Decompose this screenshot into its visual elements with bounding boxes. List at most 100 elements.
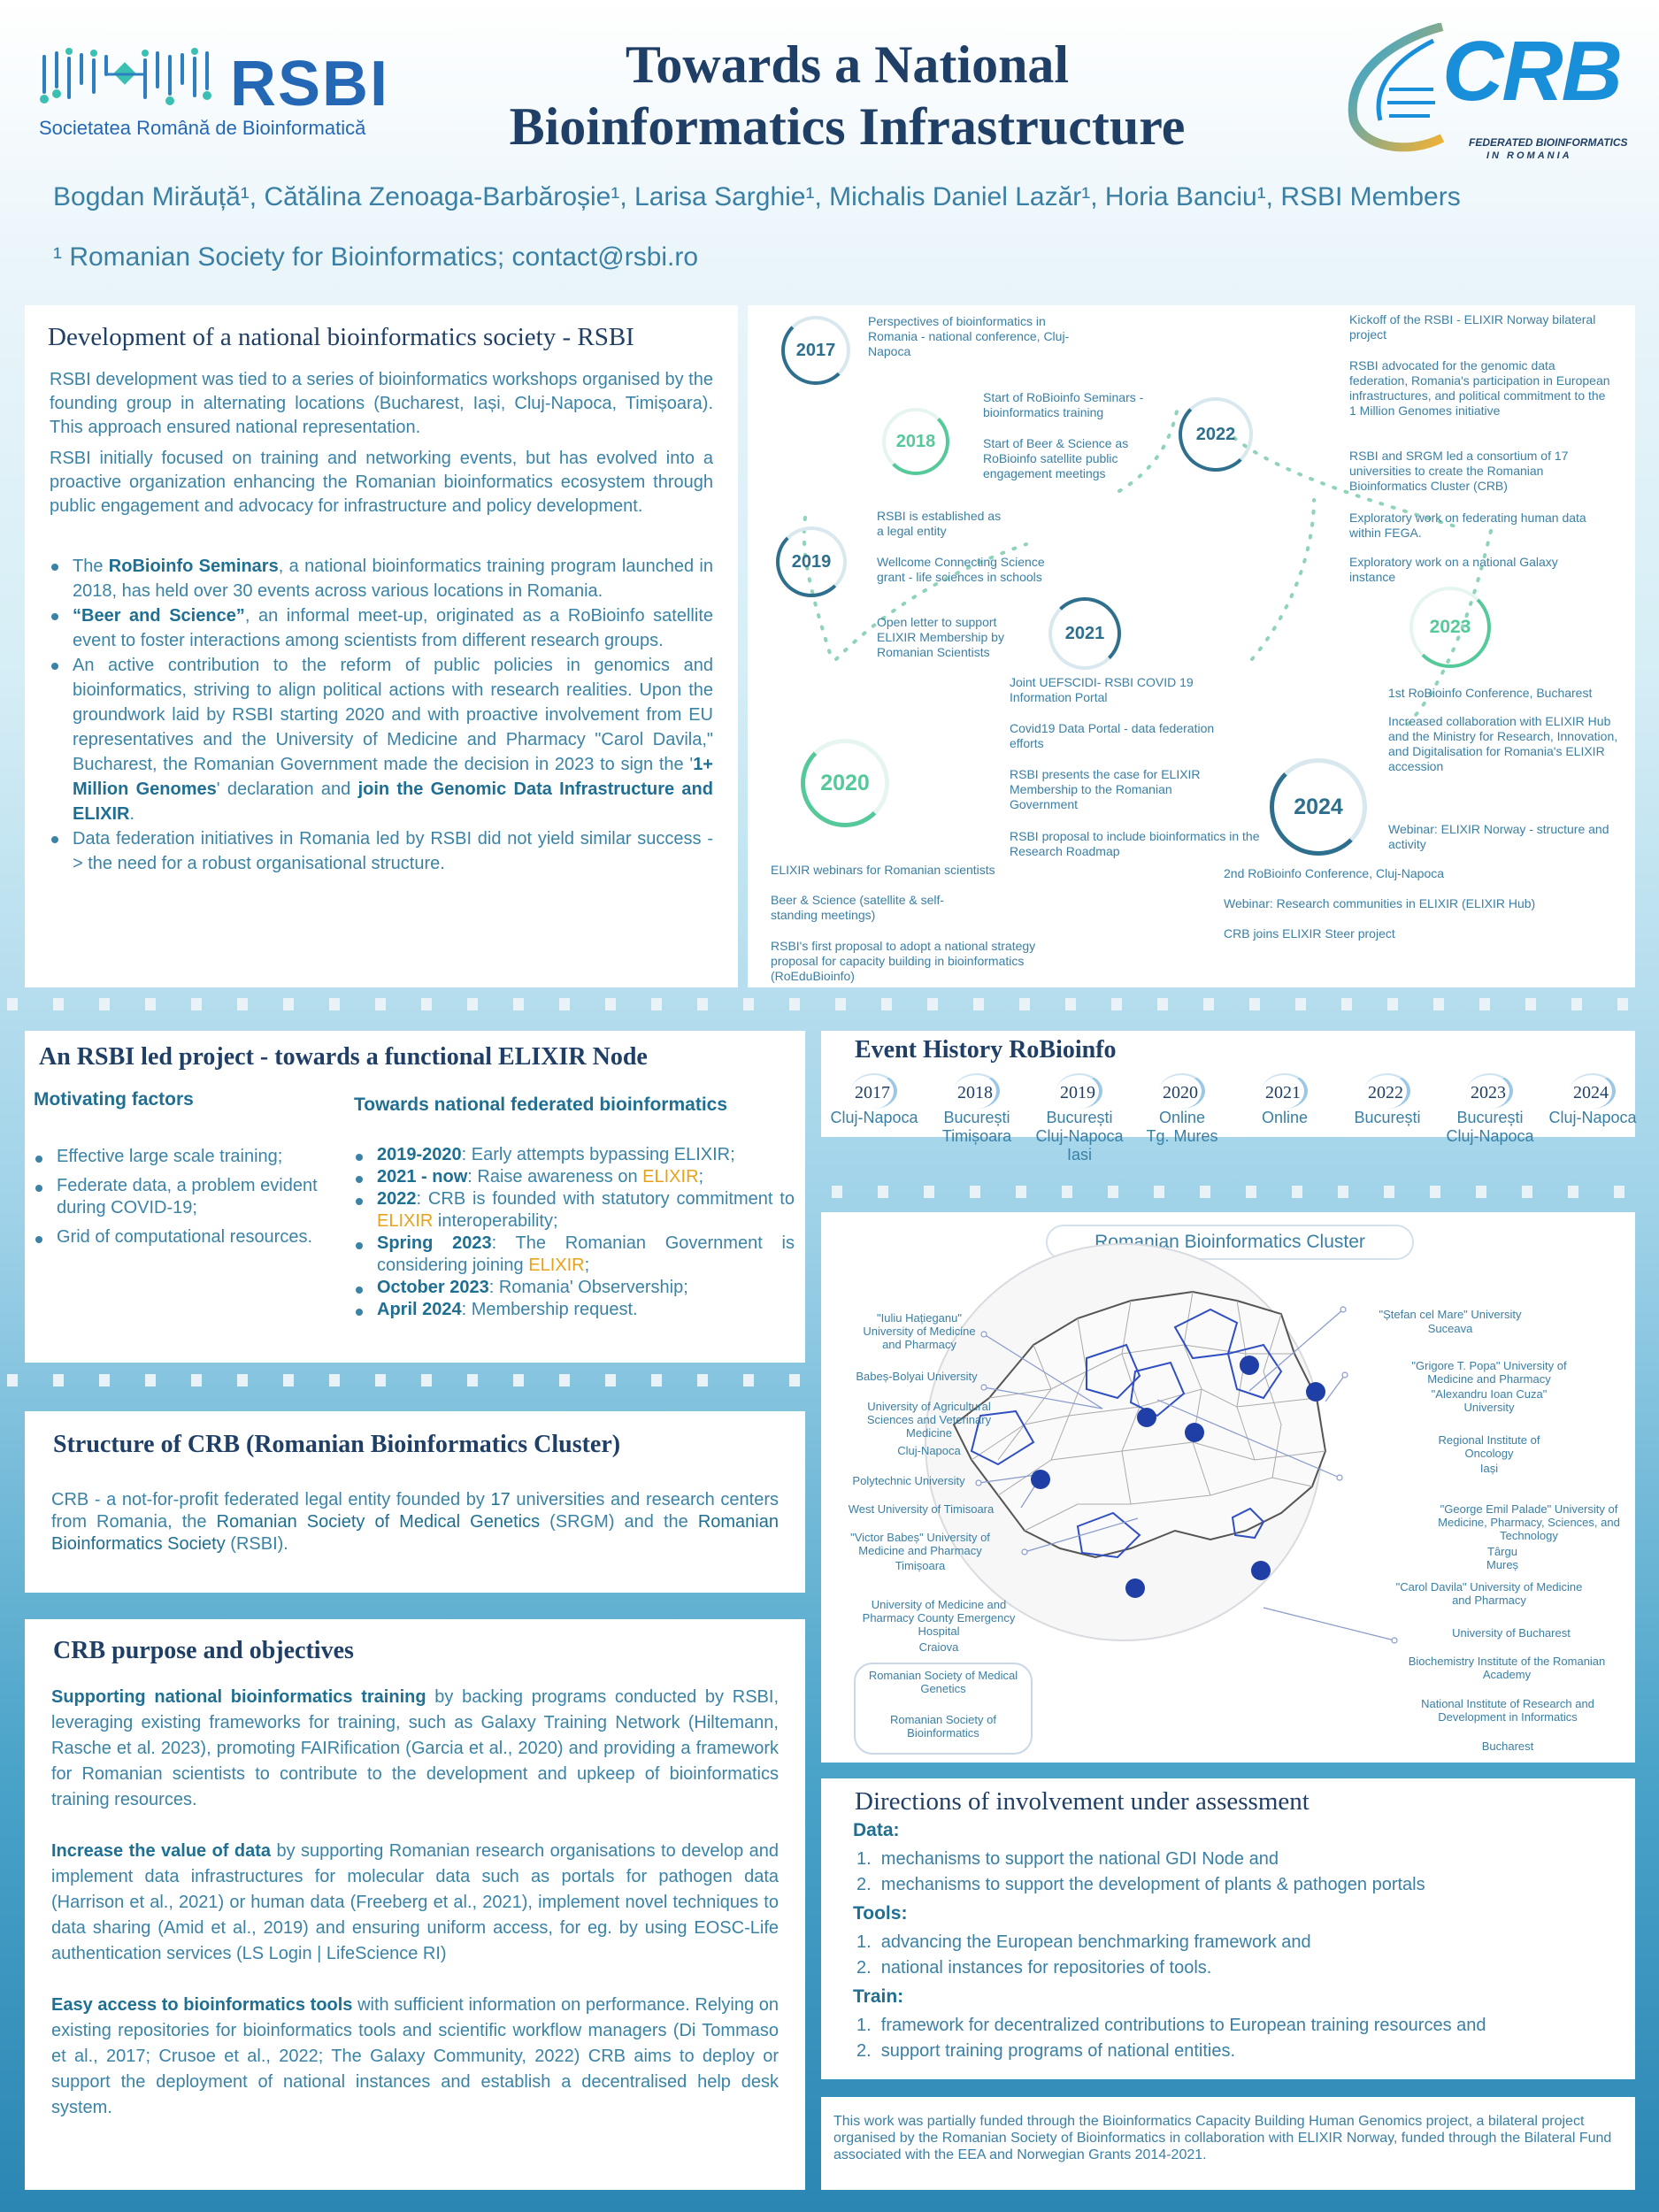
crb-logo-sub1: FEDERATED BIOINFORMATICS [1469,136,1628,149]
structure-rsbi: Romanian Bioinformatics Society [51,1512,779,1554]
structure-t1: CRB - a not-for-profit federated legal e… [51,1490,491,1509]
event-year: 2018 [954,1073,1000,1109]
label-inst-informatics: National Institute of Research and Devel… [1421,1697,1594,1724]
panel-cluster-map: Romanian Bioinformatics Cluster [821,1212,1635,1763]
tools-item-2: national instances for repositories of t… [880,1958,1212,1978]
label-bucharest: Bucharest [1481,1740,1534,1753]
timeline-year-2022: 2022 [1179,397,1253,472]
purpose-training-text: by backing programs conducted by RSBI, l… [51,1687,779,1809]
directions-train-item: 1. framework for decentralized contribut… [856,2016,1486,2035]
structure-srgm: Romanian Society of Medical Genetics [216,1512,541,1532]
label-babes-bolyai: Babeș-Bolyai University [856,1370,978,1383]
timeline-year-2023: 2023 [1409,587,1491,668]
crb-logo-icon [1348,23,1445,152]
train-item-2: support training programs of national en… [880,2041,1236,2061]
data-item-1: mechanisms to support the national GDI N… [880,1849,1279,1869]
tl-2020c: RSBI's first proposal to adopt a nationa… [771,939,1036,983]
f2-elixir: ELIXIR [642,1167,699,1187]
romania-map [854,1243,1398,1755]
directions-data-heading: Data: [853,1820,900,1840]
rsbi-logo-subtitle: Societatea Română de Bioinformatică [39,117,366,139]
event-place: București Cluj-Napoca [1446,1109,1534,1145]
event-year: 2022 [1364,1073,1410,1109]
crb-logo: CRB FEDERATED BIOINFORMATICS IN ROMANIA [1336,23,1628,173]
f3-end: interoperability; [433,1211,558,1231]
train-item-1: framework for decentralized contribution… [880,2016,1486,2035]
timeline-year-2024: 2024 [1270,758,1367,856]
event-year: 2021 [1262,1073,1308,1109]
tl-2019c: Open letter to support ELIXIR Membership… [877,615,1004,659]
label-agri-univ: University of Agricultural Sciences and … [866,1400,992,1440]
b2-bold: “Beer and Science” [73,606,245,626]
f5-text: : Romania' Observership; [488,1278,688,1297]
event-place: Cluj-Napoca [830,1109,918,1126]
tl-2021d: RSBI proposal to include bioinformatics … [1010,829,1260,858]
f2-end: ; [698,1167,704,1187]
b2-post: , an informal meet-up, originated as a R… [73,606,713,650]
tl-2018b: Start of Beer & Science as RoBioinfo sat… [983,436,1129,480]
federated-item-2019: 2019-2020: Early attempts bypassing ELIX… [354,1144,795,1166]
tl-2017: Perspectives of bioinformatics in Romani… [868,314,1070,358]
crb-logo-name: CRB [1442,24,1623,119]
tl-2019b: Wellcome Connecting Science grant - life… [877,555,1045,584]
event-year: 2019 [1056,1073,1102,1109]
structure-text: CRB - a not-for-profit federated legal e… [51,1489,779,1555]
f2-bold: 2021 - now [377,1167,468,1187]
panel-elixir-node: An RSBI led project - towards a function… [25,1031,805,1363]
event-place: București [1354,1109,1421,1126]
federated-title: Towards national federated bioinformatic… [354,1094,728,1115]
label-univ-bucharest: University of Bucharest [1452,1626,1571,1640]
tl-2021c: RSBI presents the case for ELIXIR Member… [1010,767,1201,811]
tl-2022e: Exploratory work on a national Galaxy in… [1349,555,1558,584]
label-targu-mures: Târgu Mureș [1486,1545,1519,1571]
timeline-year-2019: 2019 [776,526,847,597]
poster-title: Towards a National Bioinformatics Infras… [372,34,1323,157]
rsbi-bullet-policy: An active contribution to the reform of … [50,653,713,826]
purpose-title: CRB purpose and objectives [53,1637,354,1664]
panel-directions: Directions of involvement under assessme… [821,1778,1635,2079]
event-place: București Cluj-Napoca Iasi [1035,1109,1124,1164]
divider-dots-1 [7,998,1653,1010]
motivating-item: Grid of computational resources. [34,1226,343,1248]
affiliation: ¹ Romanian Society for Bioinformatics; c… [53,242,699,272]
federated-item-2022: 2022: CRB is founded with statutory comm… [354,1188,795,1233]
directions-data-item: 2. mechanisms to support the development… [856,1875,1425,1894]
rsbi-section-title: Development of a national bioinformatics… [48,323,634,351]
tl-2023a: 1st RoBioinfo Conference, Bucharest [1388,686,1593,700]
tl-2022c: RSBI and SRGM led a consortium of 17 uni… [1349,449,1569,493]
b3-mid: ' declaration and [216,780,358,799]
federated-item-2021: 2021 - now: Raise awareness on ELIXIR; [354,1166,795,1188]
rsbi-bullet-seminars: The RoBioinfo Seminars, a national bioin… [50,554,713,603]
panel-crb-purpose: CRB purpose and objectives Supporting na… [25,1619,805,2190]
tl-2023b: Increased collaboration with ELIXIR Hub … [1388,714,1618,773]
funding-text: This work was partially funded through t… [833,2114,1612,2162]
purpose-tools-text: with sufficient information on performan… [51,1995,779,2117]
federated-list: 2019-2020: Early attempts bypassing ELIX… [354,1144,795,1321]
b3-end: . [129,804,135,824]
motivating-list: Effective large scale training; Federate… [34,1146,343,1248]
label-grigore-popa: "Grigore T. Popa" University of Medicine… [1411,1359,1567,1386]
label-cluj: Cluj-Napoca [897,1444,961,1457]
timeline-year-2018: 2018 [882,408,949,475]
purpose-data: Increase the value of data by supporting… [51,1839,779,1967]
timeline-year-2017: 2017 [781,316,850,385]
motivating-title: Motivating factors [34,1089,194,1110]
cluster-title: Romanian Bioinformatics Cluster [1046,1225,1414,1260]
f4-end: ; [584,1256,590,1275]
purpose-data-text: by supporting Romanian research organisa… [51,1841,779,1963]
b1-pre: The [73,557,109,576]
panel-timeline: 2017 2018 2019 2020 2021 2022 2023 2024 … [748,305,1635,987]
directions-train-list: 1. framework for decentralized contribut… [856,2013,1603,2064]
f4-elixir: ELIXIR [528,1256,585,1275]
purpose-tools-bold: Easy access to bioinformatics tools [51,1995,353,2015]
event-year: 2023 [1467,1073,1513,1109]
directions-train-item: 2. support training programs of national… [856,2041,1236,2061]
directions-train-heading: Train: [853,1986,904,2007]
federated-item-apr2024: April 2024: Membership request. [354,1299,795,1321]
label-hatieganu: "Iuliu Hațieganu" University of Medicine… [863,1311,976,1351]
rsbi-logo-name: RSBI [230,49,390,119]
motivating-item: Effective large scale training; [34,1146,343,1168]
